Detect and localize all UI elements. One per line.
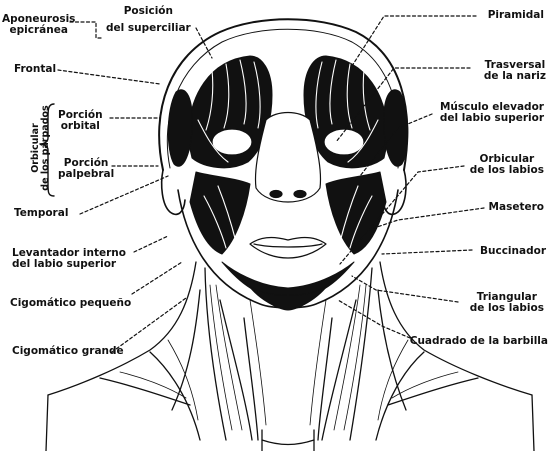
label-trasversal-line2: de la nariz	[484, 71, 546, 82]
label-porcion-palpebral-line2: palpebral	[58, 169, 114, 180]
label-cigomatico-pequeno: Cigomático pequeño	[10, 298, 131, 309]
label-cuadrado-barbilla: Cuadrado de la barbilla	[410, 336, 548, 347]
label-porcion-orbital-line2: orbital	[58, 121, 103, 132]
label-piramidal: Piramidal	[488, 10, 544, 21]
label-orbicular-labios: Orbicular de los labios	[470, 154, 544, 176]
label-frontal: Frontal	[14, 64, 56, 75]
label-musculo-elevador-line2: del labio superior	[440, 113, 544, 124]
label-posicion-superciliar: Posición del superciliar	[106, 6, 191, 34]
label-aponeurosis: Aponeurosis epicránea	[2, 14, 75, 36]
label-aponeurosis-line2: epicránea	[2, 25, 75, 36]
label-posicion-line2: del superciliar	[106, 23, 191, 34]
label-buccinador: Buccinador	[480, 246, 546, 257]
label-orbicular-parpados: Orbicular de los párpados	[31, 103, 51, 193]
label-musculo-elevador: Músculo elevador del labio superior	[440, 102, 544, 124]
label-temporal: Temporal	[14, 208, 68, 219]
label-levantador-line2: del labio superior	[12, 259, 126, 270]
label-trasversal-nariz: Trasversal de la nariz	[484, 60, 546, 82]
label-triangular-line2: de los labios	[470, 303, 544, 314]
label-cigomatico-grande: Cigomático grande	[12, 346, 124, 357]
label-orbicular-parpados-line2: de los párpados	[41, 103, 51, 193]
label-orbicular-labios-line2: de los labios	[470, 165, 544, 176]
label-posicion-line1: Posición	[106, 6, 191, 17]
label-masetero: Masetero	[489, 202, 544, 213]
label-porcion-palpebral: Porción palpebral	[58, 158, 114, 180]
label-porcion-orbital: Porción orbital	[58, 110, 103, 132]
label-levantador-interno: Levantador interno del labio superior	[12, 248, 126, 270]
label-triangular-labios: Triangular de los labios	[470, 292, 544, 314]
